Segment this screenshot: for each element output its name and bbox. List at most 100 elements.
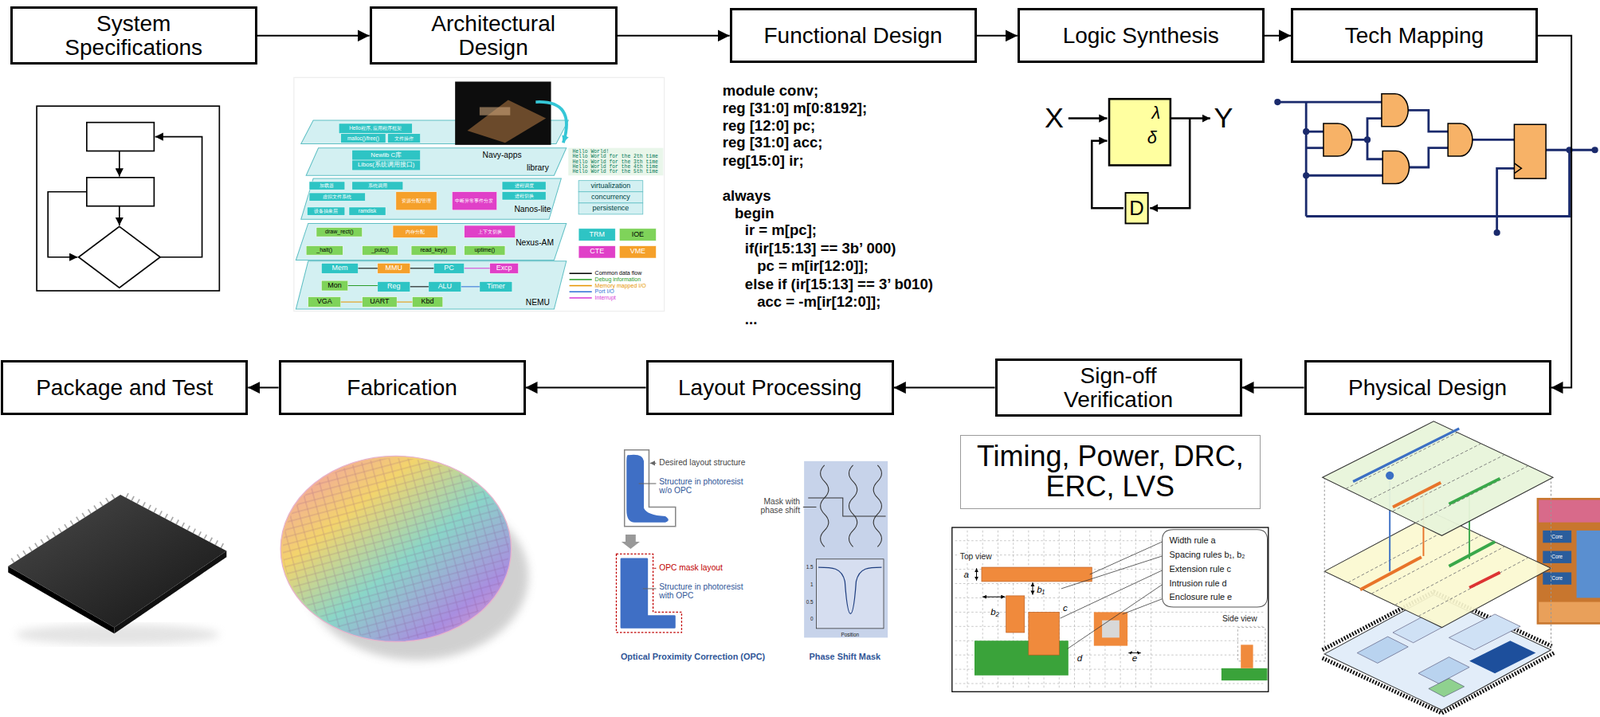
- process-box: System Specifications: [10, 6, 258, 65]
- chip-pin: [148, 505, 151, 510]
- box-label: Logic Synthesis: [1062, 23, 1220, 48]
- module-box: [490, 262, 519, 274]
- data-flow-line: [348, 285, 378, 287]
- design-rule-figure: [952, 527, 1269, 692]
- verilog-code-line: if(ir[15:13] == 3b’ 000): [745, 241, 897, 257]
- module-box: [316, 227, 363, 238]
- note-box: Timing, Power, DRC, ERC, LVS: [960, 435, 1261, 510]
- gate-netlist: [1305, 146, 1324, 150]
- chip-pin: [76, 517, 79, 522]
- verilog-code-line: module conv;: [722, 82, 820, 99]
- physical-design-layers: [1322, 421, 1555, 714]
- die-photo: [1537, 498, 1600, 625]
- architecture-label: 中断异常事件分发: [454, 198, 494, 204]
- design-rule-figure: [1101, 620, 1120, 639]
- die-photo: [1576, 530, 1600, 599]
- physical-design-layers: [1418, 557, 1528, 616]
- data-flow-line: [396, 301, 412, 303]
- chip-pin: [137, 499, 140, 505]
- architecture-label: UART: [369, 298, 389, 306]
- phase-shift-figure: [807, 498, 886, 517]
- die-block-label: Core: [1551, 554, 1563, 561]
- flowchart-sketch: [118, 151, 121, 177]
- flowchart-sketch: [47, 192, 87, 258]
- phase-shift-figure: [873, 465, 882, 547]
- screenshot-thumbnail: [535, 101, 567, 143]
- chip-pin: [181, 522, 185, 528]
- process-box: Physical Design: [1304, 360, 1552, 416]
- architecture-label: 进程切换: [514, 193, 534, 200]
- design-rule-label: c: [1062, 603, 1069, 613]
- api-box: [619, 228, 656, 241]
- layout-grid: [1104, 530, 1106, 689]
- design-rule-figure: [1060, 570, 1163, 619]
- chip-pin: [111, 494, 114, 499]
- chip-pin: [198, 531, 201, 537]
- architecture-label: CTE: [589, 248, 604, 256]
- design-rule-label: Side view: [1221, 615, 1259, 624]
- architecture-label: Nanos-lite: [513, 204, 551, 214]
- module-box: [321, 262, 358, 274]
- module-box: [321, 280, 348, 291]
- architecture-label: Kbd: [421, 298, 435, 306]
- process-box: Fabrication: [278, 360, 526, 416]
- chip-pin: [64, 524, 67, 529]
- chip-pin: [58, 528, 62, 533]
- design-rule-figure: [1031, 582, 1033, 595]
- die-photo: [1537, 498, 1600, 625]
- module-box: [464, 246, 506, 256]
- architecture-label: read_key(): [419, 247, 448, 254]
- layer-band: [295, 261, 566, 310]
- box-label: Functional Design: [764, 23, 943, 48]
- architecture-label: 加载器: [319, 183, 334, 189]
- physical-design-layers: [1371, 535, 1481, 594]
- phase-shift-figure: [820, 465, 829, 547]
- design-rule-figure: [1061, 556, 1163, 589]
- module-box: [309, 192, 365, 201]
- chip-pin: [159, 510, 162, 516]
- design-rule-label: Spacing rules b₁, b₂: [1169, 550, 1246, 560]
- box-label: Package and Test: [35, 376, 213, 400]
- design-rule-figure: [1094, 611, 1128, 646]
- architecture-label: 文件操作: [394, 135, 414, 142]
- fsm-symbol: [1125, 192, 1149, 224]
- module-box: [362, 246, 399, 256]
- chip-pin: [209, 537, 212, 543]
- design-rule-label: a: [963, 569, 970, 580]
- lithography-label: Structure in photoresist w/o OPC: [658, 478, 751, 496]
- chip-pin: [142, 501, 146, 507]
- api-box: [578, 228, 656, 259]
- architecture-label: _halt(): [316, 247, 333, 254]
- architecture-label: Reg: [387, 282, 400, 291]
- die-photo: [1542, 530, 1572, 543]
- data-flow-line: [341, 301, 363, 303]
- process-box: Package and Test: [0, 360, 248, 416]
- verilog-code-line: begin: [734, 205, 774, 221]
- module-box: [501, 192, 546, 200]
- architecture-label: Mem: [331, 264, 348, 272]
- physical-design-layers: [1469, 572, 1500, 588]
- fsm-symbol-label: Y: [1213, 103, 1233, 134]
- module-box: [411, 246, 456, 256]
- process-box: Logic Synthesis: [1017, 7, 1265, 63]
- architecture-label: MMU: [385, 264, 403, 272]
- phase-shift-figure: [803, 506, 817, 508]
- architecture-figure: [294, 77, 665, 311]
- chip-pin: [187, 525, 190, 531]
- module-box: [479, 281, 513, 292]
- architecture-label: virtualization: [591, 182, 632, 190]
- architecture-label: VME: [630, 248, 646, 256]
- physical-design-layers: [1356, 636, 1408, 663]
- box-label: Fabrication: [346, 376, 458, 400]
- module-box: [388, 133, 421, 144]
- architecture-label: 虚拟文件系统: [322, 194, 352, 200]
- module-box: [428, 281, 462, 292]
- module-box: [411, 297, 443, 308]
- die-photo: [1542, 572, 1572, 585]
- gate-netlist: [1497, 168, 1515, 233]
- screenshot-thumbnail: [479, 106, 510, 115]
- chip-pin: [176, 520, 179, 526]
- chip-pin: [105, 498, 109, 502]
- module-box: [305, 123, 546, 308]
- die-photo: [1542, 551, 1572, 564]
